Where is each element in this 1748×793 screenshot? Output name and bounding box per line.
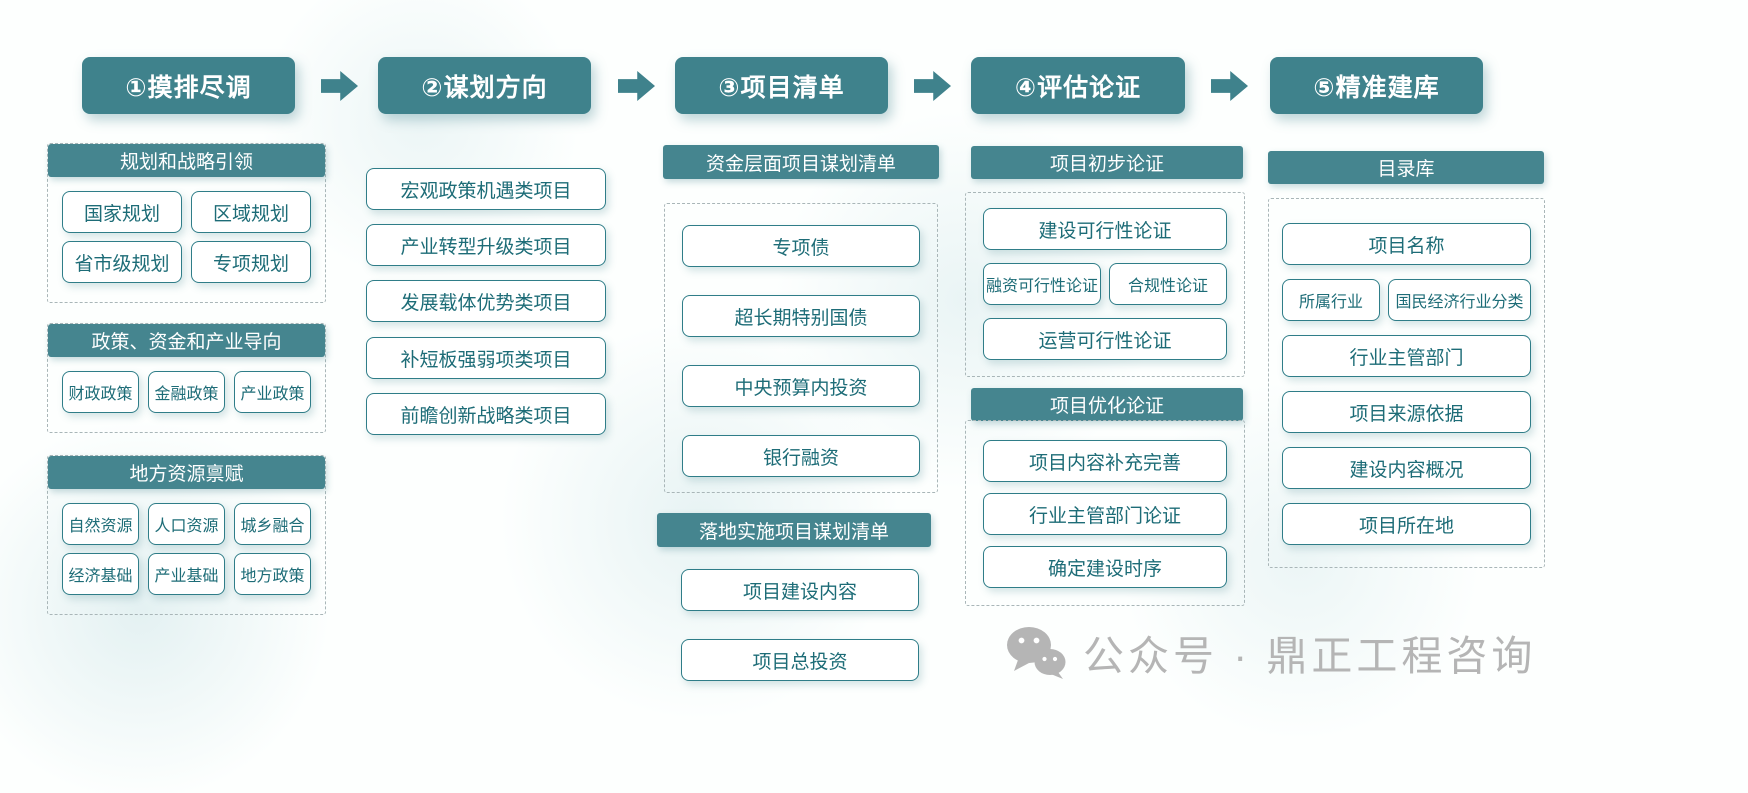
step-header-2: ②谋划方向: [378, 57, 591, 114]
item-box: 银行融资: [682, 435, 920, 477]
item-box: 前瞻创新战略类项目: [366, 393, 606, 435]
funding-list-group: 专项债 超长期特别国债 中央预算内投资 银行融资: [664, 203, 938, 493]
item-box: 省市级规划: [62, 241, 182, 283]
item-box: 产业转型升级类项目: [366, 224, 606, 266]
item-box: 专项规划: [191, 241, 311, 283]
item-box: 财政政策: [62, 371, 139, 413]
item-box: 行业主管部门: [1282, 335, 1531, 377]
optimization-review-group: 项目内容补充完善 行业主管部门论证 确定建设时序: [965, 420, 1245, 606]
section-header: 项目初步论证: [971, 146, 1243, 179]
item-box: 项目名称: [1282, 223, 1531, 265]
item-box: 区域规划: [191, 191, 311, 233]
group-header: 政策、资金和产业导向: [48, 324, 325, 357]
section-header: 目录库: [1268, 151, 1544, 184]
item-box: 专项债: [682, 225, 920, 267]
item-box: 合规性论证: [1109, 263, 1227, 305]
group-local-resources: 地方资源禀赋 自然资源 人口资源 城乡融合 经济基础 产业基础 地方政策: [47, 455, 326, 615]
catalog-group: 项目名称 所属行业 国民经济行业分类 行业主管部门 项目来源依据 建设内容概况 …: [1268, 198, 1545, 568]
item-box: 国民经济行业分类: [1388, 279, 1531, 321]
arrow-right-icon: [618, 71, 655, 101]
item-box: 人口资源: [148, 503, 225, 545]
item-box: 自然资源: [62, 503, 139, 545]
item-box: 补短板强弱项类项目: [366, 337, 606, 379]
item-box: 产业政策: [234, 371, 311, 413]
item-box: 金融政策: [148, 371, 225, 413]
item-box: 地方政策: [234, 553, 311, 595]
item-box: 宏观政策机遇类项目: [366, 168, 606, 210]
section-header: 资金层面项目谋划清单: [663, 145, 939, 179]
item-box: 运营可行性论证: [983, 318, 1227, 360]
item-box: 行业主管部门论证: [983, 493, 1227, 535]
item-box: 项目总投资: [681, 639, 919, 681]
item-box: 项目来源依据: [1282, 391, 1531, 433]
step-header-3: ③项目清单: [675, 57, 888, 114]
item-box: 建设可行性论证: [983, 208, 1227, 250]
group-policy-funding: 政策、资金和产业导向 财政政策 金融政策 产业政策: [47, 323, 326, 433]
item-box: 融资可行性论证: [983, 263, 1101, 305]
watermark: 公众号 · 鼎正工程咨询: [1005, 622, 1536, 682]
step-header-4: ④评估论证: [971, 57, 1185, 114]
item-box: 城乡融合: [234, 503, 311, 545]
group-header: 规划和战略引领: [48, 144, 325, 177]
item-box: 确定建设时序: [983, 546, 1227, 588]
watermark-text: 公众号 · 鼎正工程咨询: [1083, 633, 1537, 679]
item-box: 所属行业: [1282, 279, 1380, 321]
group-header: 地方资源禀赋: [48, 456, 325, 489]
item-box: 经济基础: [62, 553, 139, 595]
group-planning-strategy: 规划和战略引领 国家规划 区域规划 省市级规划 专项规划: [47, 143, 326, 303]
section-header: 项目优化论证: [971, 388, 1243, 421]
arrow-right-icon: [1211, 71, 1248, 101]
step-header-5: ⑤精准建库: [1270, 57, 1483, 114]
item-box: 中央预算内投资: [682, 365, 920, 407]
item-box: 国家规划: [62, 191, 182, 233]
arrow-right-icon: [914, 71, 951, 101]
section-header: 落地实施项目谋划清单: [657, 513, 931, 547]
item-box: 项目建设内容: [681, 569, 919, 611]
item-box: 项目内容补充完善: [983, 440, 1227, 482]
item-box: 发展载体优势类项目: [366, 280, 606, 322]
item-box: 建设内容概况: [1282, 447, 1531, 489]
wechat-icon: [1005, 624, 1067, 680]
arrow-right-icon: [321, 71, 358, 101]
initial-review-group: 建设可行性论证 融资可行性论证 合规性论证 运营可行性论证: [965, 192, 1245, 377]
step-header-1: ①摸排尽调: [82, 57, 295, 114]
item-box: 项目所在地: [1282, 503, 1531, 545]
item-box: 产业基础: [148, 553, 225, 595]
item-box: 超长期特别国债: [682, 295, 920, 337]
